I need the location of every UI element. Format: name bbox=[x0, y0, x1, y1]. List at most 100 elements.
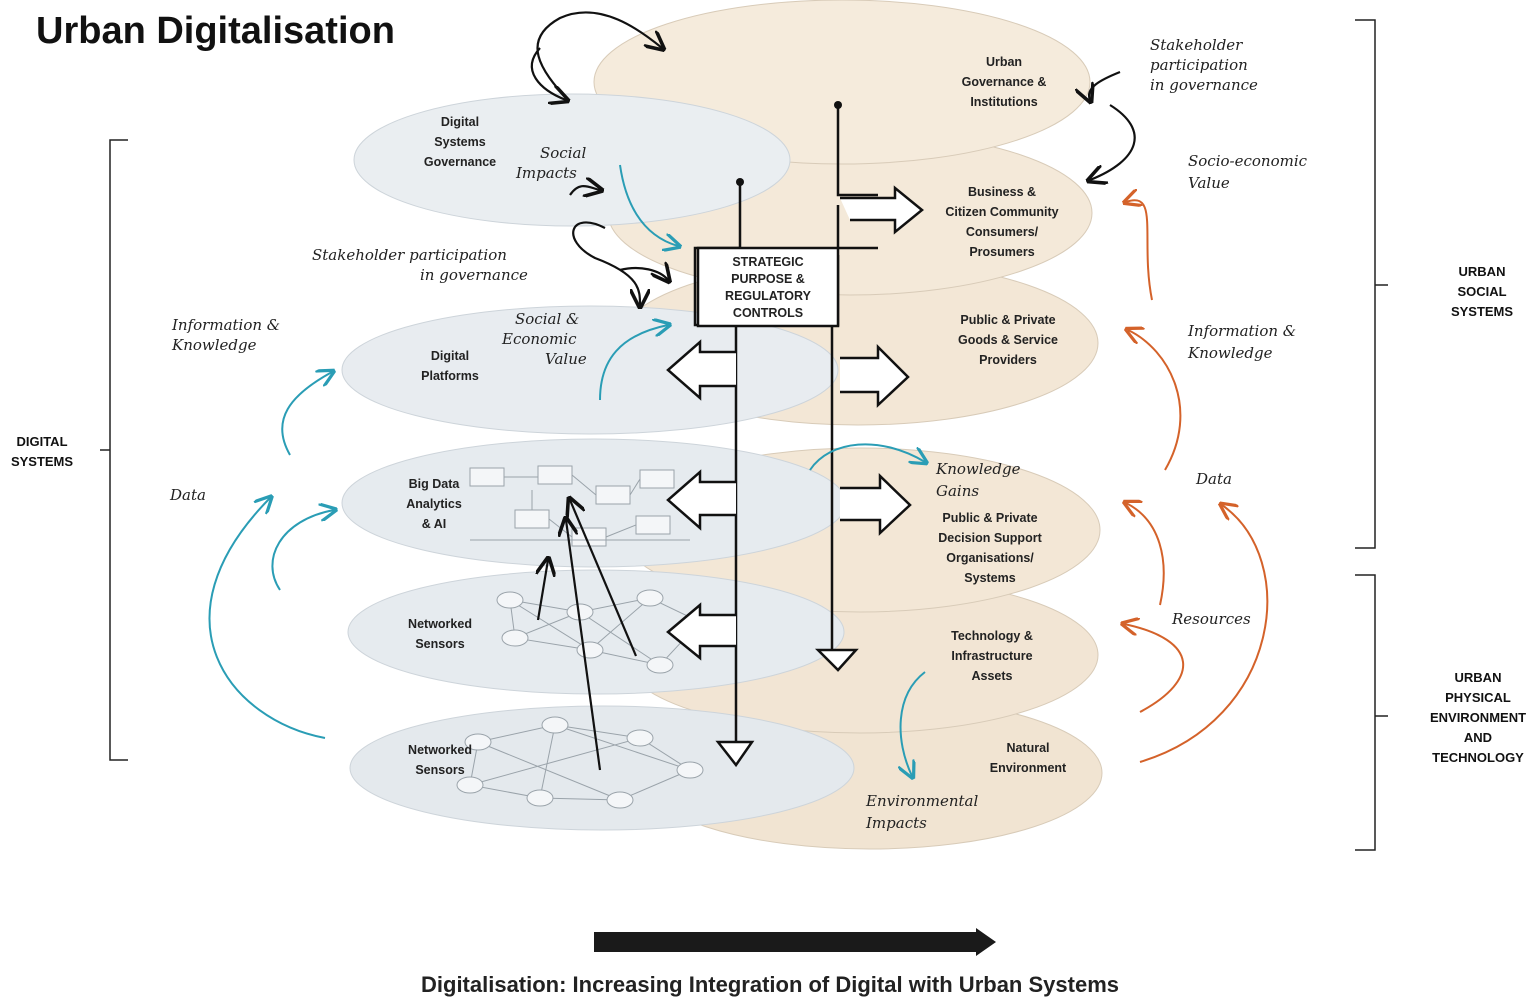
svg-text:Citizen Community: Citizen Community bbox=[945, 205, 1058, 219]
bracket-urban-social bbox=[1355, 19, 1388, 549]
svg-text:Networked: Networked bbox=[408, 743, 472, 757]
svg-text:Systems: Systems bbox=[964, 571, 1015, 585]
strategic-controls-label: STRATEGIC PURPOSE & REGULATORY CONTROLS bbox=[725, 255, 812, 320]
svg-text:Knowledge: Knowledge bbox=[171, 336, 257, 354]
teal-flow-arrows bbox=[208, 164, 925, 776]
svg-text:Big Data: Big Data bbox=[409, 477, 461, 491]
svg-text:Governance &: Governance & bbox=[962, 75, 1047, 89]
svg-text:Assets: Assets bbox=[972, 669, 1013, 683]
svg-text:Economic: Economic bbox=[501, 330, 577, 348]
svg-text:Knowledge: Knowledge bbox=[935, 460, 1021, 478]
side-label-urban-physical: URBAN PHYSICAL ENVIRONMENT AND TECHNOLOG… bbox=[1430, 670, 1526, 765]
svg-text:STRATEGIC: STRATEGIC bbox=[732, 255, 803, 269]
svg-text:Impacts: Impacts bbox=[865, 814, 927, 832]
svg-text:SOCIAL: SOCIAL bbox=[1457, 284, 1506, 299]
bracket-urban-physical bbox=[1355, 574, 1388, 851]
svg-text:TECHNOLOGY: TECHNOLOGY bbox=[1432, 750, 1524, 765]
svg-text:Social &: Social & bbox=[515, 310, 579, 328]
svg-text:REGULATORY: REGULATORY bbox=[725, 289, 812, 303]
svg-text:Sensors: Sensors bbox=[415, 763, 464, 777]
digital-layer-sensors-top bbox=[347, 569, 845, 695]
svg-text:Prosumers: Prosumers bbox=[969, 245, 1034, 259]
svg-text:Sensors: Sensors bbox=[415, 637, 464, 651]
svg-text:Environmental: Environmental bbox=[865, 792, 978, 810]
svg-text:Natural: Natural bbox=[1006, 741, 1049, 755]
svg-text:Institutions: Institutions bbox=[970, 95, 1037, 109]
svg-text:Information &: Information & bbox=[1187, 322, 1296, 340]
svg-text:Digital: Digital bbox=[441, 115, 479, 129]
svg-text:Analytics: Analytics bbox=[406, 497, 462, 511]
label-business-citizen: Business & Citizen CommunityConsumers/Pro… bbox=[945, 185, 1058, 259]
svg-text:Governance: Governance bbox=[424, 155, 496, 169]
svg-text:Networked: Networked bbox=[408, 617, 472, 631]
annotation-info-right: Information & Knowledge bbox=[1187, 322, 1296, 362]
svg-text:Providers: Providers bbox=[979, 353, 1037, 367]
svg-text:Decision Support: Decision Support bbox=[938, 531, 1042, 545]
svg-text:CONTROLS: CONTROLS bbox=[733, 306, 803, 320]
svg-text:Systems: Systems bbox=[434, 135, 485, 149]
svg-text:Public & Private: Public & Private bbox=[960, 313, 1055, 327]
svg-text:URBAN: URBAN bbox=[1459, 264, 1506, 279]
svg-text:Impacts: Impacts bbox=[515, 164, 577, 182]
svg-text:DIGITAL: DIGITAL bbox=[16, 434, 67, 449]
analytics-flow-graphic bbox=[469, 465, 690, 547]
svg-text:PURPOSE &: PURPOSE & bbox=[731, 272, 805, 286]
svg-text:Platforms: Platforms bbox=[421, 369, 479, 383]
svg-text:Gains: Gains bbox=[936, 482, 979, 500]
svg-text:Stakeholder: Stakeholder bbox=[1150, 36, 1243, 54]
annotation-data-left: Data bbox=[169, 486, 206, 504]
brackets bbox=[100, 19, 1388, 851]
page-title: Urban Digitalisation bbox=[36, 10, 395, 52]
annotation-stakeholder-left: Stakeholder participation in governance bbox=[312, 246, 528, 284]
svg-text:SYSTEMS: SYSTEMS bbox=[1451, 304, 1513, 319]
svg-text:Urban: Urban bbox=[986, 55, 1022, 69]
svg-text:AND: AND bbox=[1464, 730, 1492, 745]
svg-text:Infrastructure: Infrastructure bbox=[951, 649, 1032, 663]
svg-text:in governance: in governance bbox=[1150, 76, 1258, 94]
svg-text:Information &: Information & bbox=[171, 316, 280, 334]
side-label-digital-systems: DIGITAL SYSTEMS bbox=[11, 434, 73, 469]
svg-text:Digital: Digital bbox=[431, 349, 469, 363]
svg-text:Business &: Business & bbox=[968, 185, 1036, 199]
digital-layers bbox=[341, 93, 855, 831]
annotation-resources: Resources bbox=[1171, 610, 1251, 628]
annotation-info-left: Information & Knowledge bbox=[171, 316, 280, 354]
svg-text:in governance: in governance bbox=[420, 266, 528, 284]
control-structure bbox=[666, 101, 924, 768]
annotation-data-right: Data bbox=[1195, 470, 1232, 488]
svg-text:Consumers/: Consumers/ bbox=[966, 225, 1039, 239]
svg-text:SYSTEMS: SYSTEMS bbox=[11, 454, 73, 469]
strategic-controls-box bbox=[696, 246, 840, 328]
svg-text:Social: Social bbox=[540, 144, 586, 162]
svg-text:PHYSICAL: PHYSICAL bbox=[1445, 690, 1511, 705]
svg-text:Value: Value bbox=[1188, 174, 1230, 192]
svg-text:Value: Value bbox=[545, 350, 587, 368]
svg-text:ENVIRONMENT: ENVIRONMENT bbox=[1430, 710, 1526, 725]
svg-text:Socio-economic: Socio-economic bbox=[1188, 152, 1308, 170]
svg-text:Knowledge: Knowledge bbox=[1187, 344, 1273, 362]
black-flow-arrows bbox=[530, 11, 1136, 771]
bracket-digital-systems bbox=[100, 139, 128, 761]
svg-text:Stakeholder participation: Stakeholder participation bbox=[312, 246, 507, 264]
orange-flow-arrows bbox=[1124, 200, 1269, 763]
svg-text:Environment: Environment bbox=[990, 761, 1067, 775]
caption: Digitalisation: Increasing Integration o… bbox=[421, 972, 1119, 997]
svg-text:Organisations/: Organisations/ bbox=[946, 551, 1034, 565]
